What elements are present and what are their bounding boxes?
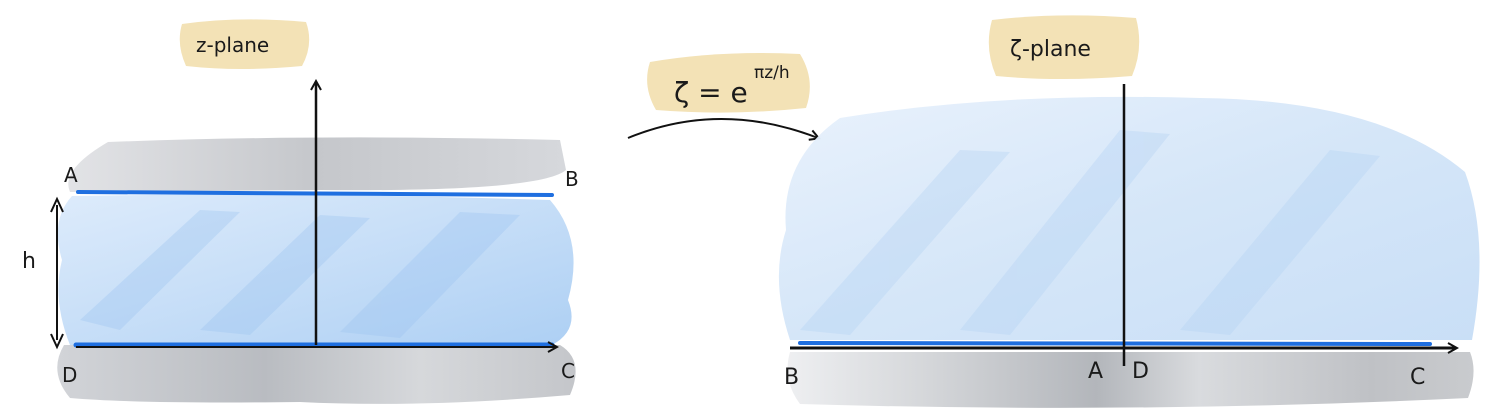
- lower-gray-band: [57, 345, 576, 404]
- z-plane-label: z-plane: [196, 33, 269, 57]
- zeta-plane-label: ζ-plane: [1010, 37, 1091, 62]
- height-label: h: [22, 249, 36, 274]
- zeta-plane-label-highlight: [988, 15, 1140, 79]
- boundary-line-real-axis: [798, 341, 1432, 346]
- mapping-arrow: [627, 118, 818, 138]
- corner-label-b: B: [565, 167, 579, 191]
- zeta-plane-panel: B A D C ζ-plane: [778, 15, 1480, 408]
- lower-half-gray-band: [787, 352, 1474, 408]
- mapping-formula-exponent: πz/h: [754, 63, 790, 83]
- z-plane-panel: h A B D C z-plane: [22, 19, 579, 404]
- mapping-formula-lhs: ζ = e: [674, 76, 748, 109]
- height-arrow-top-head: [50, 196, 64, 213]
- corner-label-c: C: [561, 359, 575, 383]
- axis-label-a: A: [1088, 359, 1103, 384]
- z-plane-label-highlight: [179, 19, 310, 69]
- axis-label-b: B: [784, 365, 799, 390]
- mapping-panel: ζ = e πz/h: [627, 53, 818, 138]
- height-arrow-bottom-head: [50, 333, 64, 350]
- axis-label-d: D: [1132, 359, 1149, 384]
- corner-label-a: A: [64, 163, 78, 187]
- region-brush-strokes: [800, 130, 1380, 335]
- strip-brush-strokes: [80, 210, 520, 338]
- formula-highlight: [647, 53, 810, 113]
- axis-label-c: C: [1410, 365, 1425, 390]
- upper-half-plane-region: [778, 96, 1480, 340]
- corner-label-d: D: [62, 363, 77, 387]
